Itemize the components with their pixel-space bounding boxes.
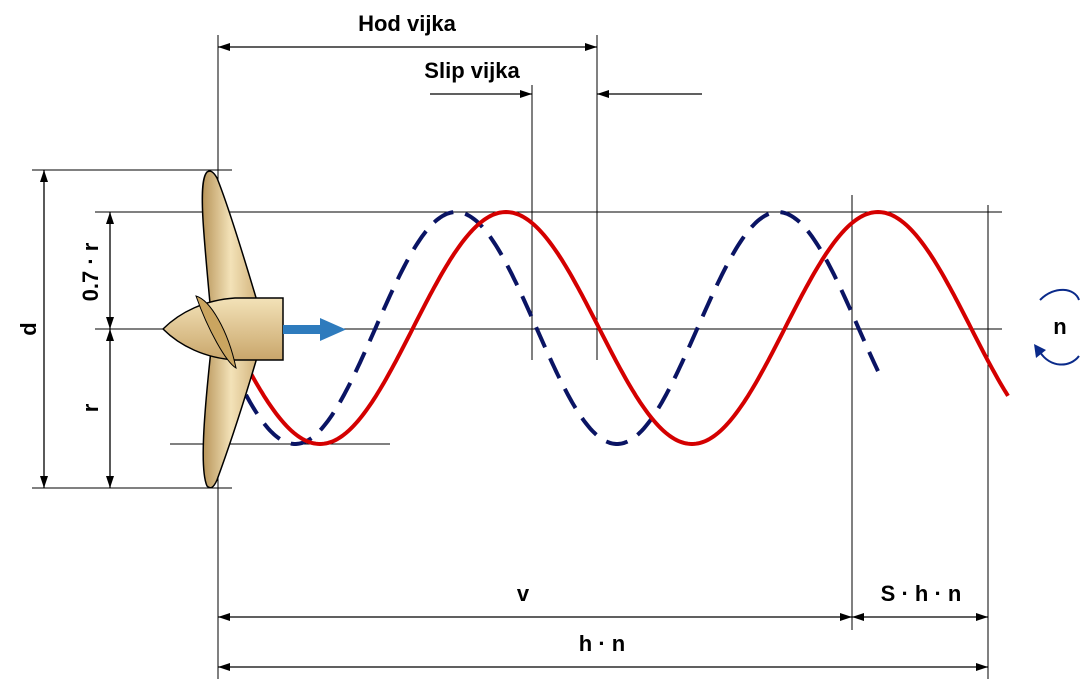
propeller	[161, 170, 284, 489]
reference-lines	[32, 35, 1002, 679]
radius-label: r	[78, 403, 103, 412]
propeller-blade-edge	[195, 295, 237, 370]
dimension-lines	[40, 43, 988, 671]
rotation-label: n	[1053, 314, 1066, 339]
diameter-label: d	[16, 322, 41, 335]
radius-07-label: 0.7 · r	[78, 242, 103, 301]
speed-label: v	[517, 581, 530, 606]
slip-label: Slip vijka	[424, 58, 520, 83]
rotation-icon	[1034, 288, 1080, 366]
thrust-arrow	[283, 318, 346, 341]
lead-label: Hod vijka	[358, 11, 457, 36]
pitch-rate-label: h · n	[579, 631, 625, 656]
propeller-blade-bottom	[202, 329, 267, 489]
propeller-blade-top	[201, 170, 266, 336]
solid-helix-wave	[230, 209, 1010, 447]
slip-product-label: S · h · n	[881, 581, 962, 606]
